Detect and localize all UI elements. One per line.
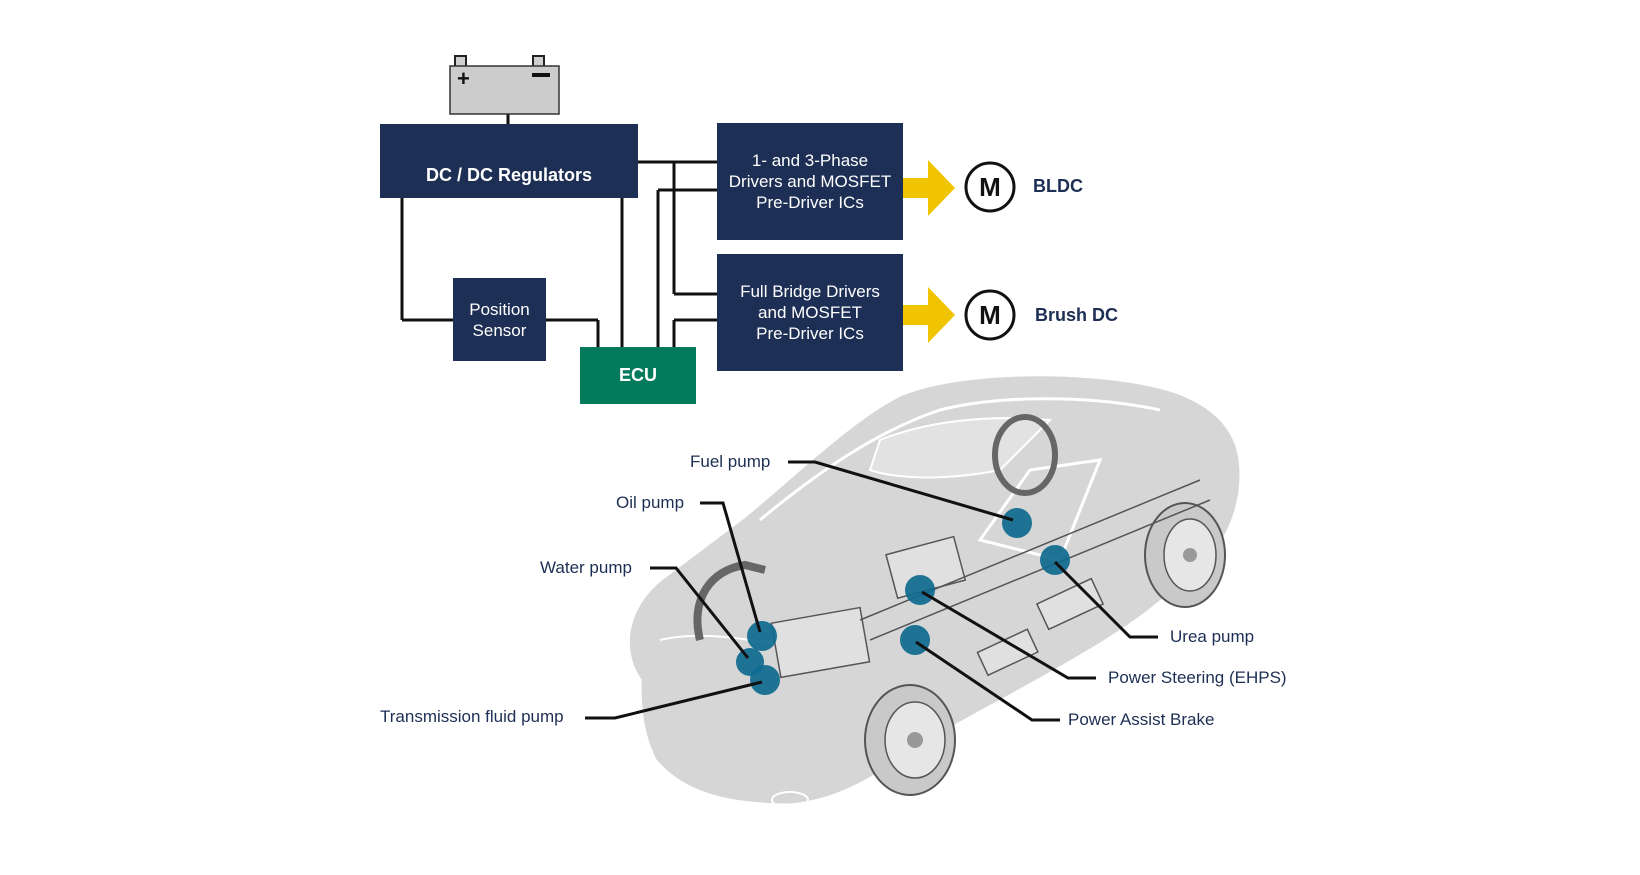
water-pump-leader bbox=[650, 566, 750, 659]
power-assist-brake-label: Power Assist Brake bbox=[1068, 710, 1215, 729]
ecu-label: ECU bbox=[618, 365, 657, 385]
three-phase-driver-block: 1- and 3-Phase Drivers and MOSFET Pre-Dr… bbox=[717, 123, 903, 240]
power-assist-brake-leader bbox=[915, 640, 1060, 722]
power-steering-leader bbox=[921, 590, 1096, 680]
urea-pump-label: Urea pump bbox=[1170, 627, 1255, 646]
svg-text:M: M bbox=[979, 172, 1001, 202]
arrow-bldc bbox=[900, 160, 955, 216]
transmission-fluid-pump-label: Transmission fluid pump bbox=[380, 707, 564, 726]
dcdc-regulators-label: DC / DC Regulators bbox=[425, 165, 593, 185]
power-assist-brake-marker bbox=[900, 625, 930, 655]
bldc-label: BLDC bbox=[1033, 176, 1083, 196]
full-bridge-driver-block: Full Bridge Drivers and MOSFET Pre-Drive… bbox=[717, 254, 903, 371]
battery-icon: + bbox=[449, 55, 560, 115]
brush-dc-label: Brush DC bbox=[1035, 305, 1119, 325]
fuel-pump-label: Fuel pump bbox=[690, 452, 771, 471]
fuel-pump-marker bbox=[1002, 508, 1032, 538]
battery-minus-symbol bbox=[532, 73, 550, 77]
oil-pump-leader bbox=[700, 501, 762, 633]
ecu-block: ECU bbox=[580, 347, 696, 404]
callout-leaders bbox=[585, 460, 1158, 722]
oil-pump-label: Oil pump bbox=[616, 493, 685, 512]
battery-plus-symbol: + bbox=[457, 66, 470, 91]
output-arrows bbox=[900, 160, 955, 343]
power-steering-label: Power Steering (EHPS) bbox=[1108, 668, 1287, 687]
fuel-pump-leader bbox=[788, 460, 1014, 522]
oil-pump-marker bbox=[747, 621, 777, 651]
motor-bldc-icon: M bbox=[964, 161, 1016, 213]
connector-lines bbox=[400, 112, 718, 348]
dcdc-regulators-block: DC / DC Regulators bbox=[380, 124, 638, 198]
position-sensor-label: Position Sensor bbox=[469, 299, 530, 340]
power-steering-marker bbox=[905, 575, 935, 605]
rear-left-wheel bbox=[992, 414, 1058, 496]
full-bridge-driver-label: Full Bridge Drivers and MOSFET Pre-Drive… bbox=[740, 282, 880, 343]
arrow-brush-dc bbox=[900, 287, 955, 343]
rear-wheel bbox=[1144, 502, 1226, 608]
front-wheel bbox=[864, 684, 956, 796]
position-sensor-block: Position Sensor bbox=[453, 278, 546, 361]
transmission-pump-leader bbox=[585, 680, 763, 720]
urea-pump-leader bbox=[1053, 560, 1158, 639]
transmission-pump-marker bbox=[750, 665, 780, 695]
water-pump-label: Water pump bbox=[540, 558, 632, 577]
motor-brush-dc-icon: M bbox=[964, 289, 1016, 341]
pump-markers bbox=[736, 508, 1070, 695]
three-phase-driver-label: 1- and 3-Phase Drivers and MOSFET Pre-Dr… bbox=[728, 151, 892, 212]
svg-text:M: M bbox=[979, 300, 1001, 330]
